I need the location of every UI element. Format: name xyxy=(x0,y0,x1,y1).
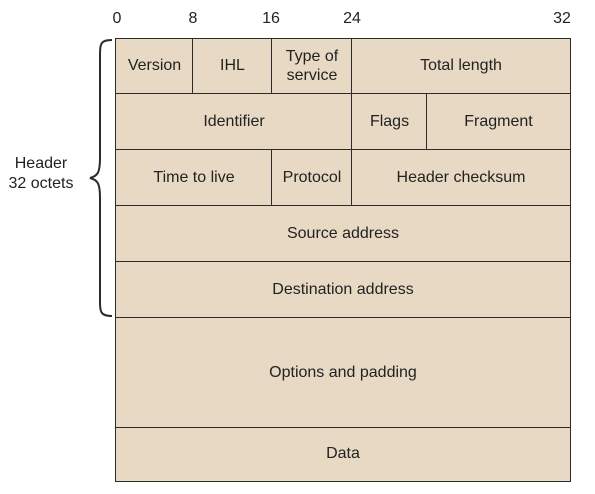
bit-tick-8: 8 xyxy=(188,10,198,27)
tos-label-line2: service xyxy=(286,66,338,84)
destination-address-label: Destination address xyxy=(272,280,414,298)
destination-address-field: Destination address xyxy=(115,261,571,319)
protocol-field: Protocol xyxy=(271,149,353,207)
header-label-line2: 32 octets xyxy=(8,175,74,192)
time-to-live-label: Time to live xyxy=(153,168,235,186)
version-label: Version xyxy=(127,57,182,75)
type-of-service-field: Type of service xyxy=(271,38,353,95)
version-field: Version xyxy=(115,38,194,95)
header-label-line1: Header xyxy=(14,155,68,172)
tos-label-line1: Type of xyxy=(285,48,339,66)
header-checksum-label: Header checksum xyxy=(396,168,526,186)
total-length-field: Total length xyxy=(351,38,571,95)
flags-label: Flags xyxy=(369,112,410,130)
options-padding-field: Options and padding xyxy=(115,317,571,429)
identifier-label: Identifier xyxy=(203,112,265,130)
header-brace xyxy=(89,39,113,317)
options-padding-label: Options and padding xyxy=(269,363,417,381)
data-field: Data xyxy=(115,427,571,482)
bit-tick-0: 0 xyxy=(112,10,122,27)
bit-tick-32: 32 xyxy=(553,10,571,27)
source-address-label: Source address xyxy=(286,224,400,242)
ihl-label: IHL xyxy=(220,57,245,75)
bit-tick-16: 16 xyxy=(262,10,280,27)
header-checksum-field: Header checksum xyxy=(351,149,571,207)
fragment-field: Fragment xyxy=(426,93,571,151)
identifier-field: Identifier xyxy=(115,93,353,151)
header-label: Header 32 octets xyxy=(0,154,82,194)
total-length-label: Total length xyxy=(420,57,502,75)
fragment-label: Fragment xyxy=(464,112,533,130)
source-address-field: Source address xyxy=(115,205,571,263)
data-label: Data xyxy=(326,445,360,463)
time-to-live-field: Time to live xyxy=(115,149,273,207)
bit-tick-24: 24 xyxy=(343,10,361,27)
flags-field: Flags xyxy=(351,93,428,151)
ihl-field: IHL xyxy=(192,38,273,95)
protocol-label: Protocol xyxy=(282,168,342,186)
